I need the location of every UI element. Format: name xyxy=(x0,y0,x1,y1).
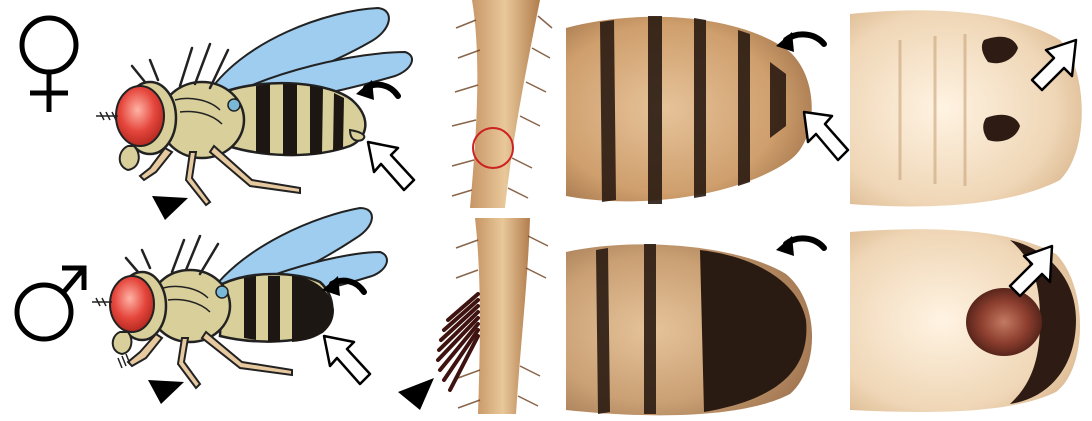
open-arrow-icon xyxy=(804,112,848,160)
male-abdomen-ventral xyxy=(850,229,1080,412)
female-symbol-icon xyxy=(22,18,76,112)
female-abdomen-ventral xyxy=(850,10,1082,206)
curved-arrow-icon xyxy=(776,236,824,256)
open-arrow-icon xyxy=(324,336,370,384)
male-symbol-icon xyxy=(17,268,84,339)
male-foreleg-closeup xyxy=(398,218,548,414)
female-foreleg-closeup xyxy=(452,0,552,208)
arrowhead-marker xyxy=(148,380,184,404)
arrowhead-marker xyxy=(398,378,434,410)
open-arrow-icon xyxy=(368,142,414,190)
male-abdomen-dorsal xyxy=(566,236,824,415)
sex-comb xyxy=(438,294,478,390)
female-abdomen-dorsal xyxy=(566,16,848,204)
female-fly-illustration xyxy=(96,8,414,220)
male-fly-illustration xyxy=(92,208,387,404)
male-genitalia xyxy=(966,288,1042,356)
arrowhead-marker xyxy=(152,196,188,220)
